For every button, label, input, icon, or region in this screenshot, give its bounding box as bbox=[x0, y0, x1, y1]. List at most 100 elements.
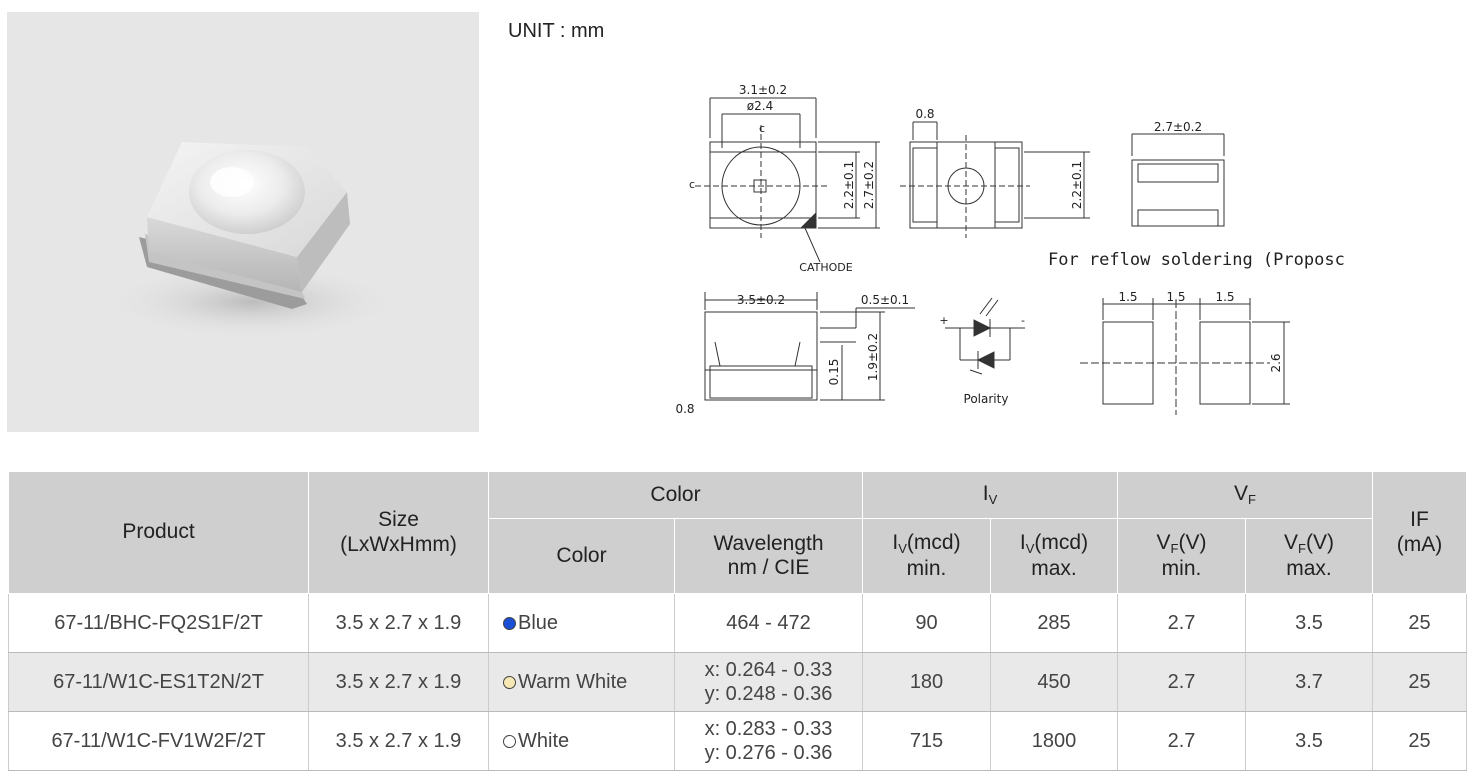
dim-end-width: 2.7±0.2 bbox=[1154, 120, 1202, 134]
cell-product: 67-11/BHC-FQ2S1F/2T bbox=[8, 593, 309, 653]
cell-vf-min: 2.7 bbox=[1117, 593, 1247, 653]
header-if: IF (mA) bbox=[1372, 471, 1468, 594]
color-swatch-icon bbox=[503, 735, 516, 748]
cell-vf-min: 2.7 bbox=[1117, 652, 1247, 712]
dim-side-offset: 0.5±0.1 bbox=[861, 293, 909, 307]
header-size-unit: (LxWxHmm) bbox=[340, 532, 457, 556]
cell-if: 25 bbox=[1372, 711, 1468, 771]
table-row: 67-11/BHC-FQ2S1F/2T 3.5 x 2.7 x 1.9 Blue… bbox=[8, 593, 1468, 653]
header-iv-min-subscript: V bbox=[898, 540, 907, 556]
dim-pad-height: 2.6 bbox=[1269, 353, 1283, 372]
cell-vf-max: 3.5 bbox=[1245, 593, 1374, 653]
cell-size: 3.5 x 2.7 x 1.9 bbox=[308, 593, 489, 653]
polarity-label: Polarity bbox=[964, 392, 1009, 406]
cell-vf-max: 3.7 bbox=[1245, 652, 1374, 712]
dim-lens-diameter: ø2.4 bbox=[747, 99, 773, 113]
header-vf-min-subscript: F bbox=[1170, 540, 1179, 556]
product-photo bbox=[7, 12, 479, 432]
header-iv-max: IV(mcd) max. bbox=[989, 518, 1119, 594]
header-color-group: Color bbox=[488, 471, 863, 519]
wavelength-line2: y: 0.276 - 0.36 bbox=[704, 742, 833, 764]
reflow-note: For reflow soldering (Proposc bbox=[1048, 250, 1345, 270]
header-iv-group: IV bbox=[861, 471, 1119, 519]
cell-iv-min: 715 bbox=[862, 711, 991, 771]
pad-spacing-1: 1.5 bbox=[1118, 290, 1137, 304]
header-iv-min-word: min. bbox=[906, 556, 947, 580]
table-row: 67-11/W1C-FV1W2F/2T 3.5 x 2.7 x 1.9 Whit… bbox=[8, 711, 1468, 771]
cell-color: Blue bbox=[488, 593, 675, 653]
dim-side-pad: 0.8 bbox=[675, 402, 694, 416]
header-vf-max-word: max. bbox=[1286, 556, 1332, 580]
cell-product: 67-11/W1C-ES1T2N/2T bbox=[8, 652, 309, 712]
header-iv-min-symbol: I bbox=[892, 530, 899, 554]
header-vf-group: VF bbox=[1117, 471, 1374, 519]
top-view-outline bbox=[709, 141, 817, 229]
dim-bottom-height: 2.2±0.1 bbox=[1070, 161, 1084, 209]
header-vf-min-symbol: V bbox=[1156, 530, 1171, 554]
side-centerline-mark: c bbox=[689, 178, 695, 191]
dim-side-height: 1.9±0.2 bbox=[866, 333, 880, 381]
pad-spacing-3: 1.5 bbox=[1215, 290, 1234, 304]
header-vf-max-symbol: V bbox=[1284, 530, 1299, 554]
wavelength-line1: x: 0.264 - 0.33 bbox=[704, 659, 833, 681]
header-vf-max: VF(V) max. bbox=[1245, 518, 1374, 594]
header-iv-max-subscript: V bbox=[1025, 540, 1035, 556]
color-name: Warm White bbox=[518, 671, 628, 693]
header-iv-subscript: V bbox=[988, 492, 998, 508]
color-name: Blue bbox=[518, 612, 559, 634]
dim-top-width: 3.1±0.2 bbox=[739, 83, 787, 97]
header-size-label: Size bbox=[378, 508, 419, 532]
cell-product: 67-11/W1C-FV1W2F/2T bbox=[8, 711, 309, 771]
header-iv-max-word: max. bbox=[1031, 556, 1077, 580]
cell-size: 3.5 x 2.7 x 1.9 bbox=[308, 711, 489, 771]
package-dimension-drawing: 3.1±0.2 ø2.4 c c 2.2±0.1 2.7±0.2 CATHODE… bbox=[675, 83, 1345, 416]
end-view-outline bbox=[1131, 159, 1225, 227]
header-wavelength: Wavelength nm / CIE bbox=[674, 518, 863, 594]
header-size: Size (LxWxHmm) bbox=[308, 471, 489, 594]
header-if-label: IF bbox=[1410, 508, 1429, 532]
header-vf-min: VF(V) min. bbox=[1117, 518, 1247, 594]
header-wavelength-unit: nm / CIE bbox=[727, 556, 810, 579]
color-swatch-icon bbox=[503, 676, 516, 689]
led-package-image bbox=[102, 142, 402, 340]
color-swatch-icon bbox=[503, 617, 516, 630]
cell-vf-min: 2.7 bbox=[1117, 711, 1247, 771]
dim-side-length: 3.5±0.2 bbox=[737, 293, 785, 307]
header-product: Product bbox=[8, 471, 309, 594]
unit-label: UNIT : mm bbox=[508, 20, 605, 42]
header-iv-symbol: I bbox=[982, 482, 989, 506]
header-iv-min: IV(mcd) min. bbox=[862, 518, 991, 594]
header-wavelength-label: Wavelength bbox=[713, 531, 824, 555]
polarity-plus: + bbox=[939, 314, 948, 327]
dim-bottom-pad: 0.8 bbox=[915, 107, 934, 121]
color-name: White bbox=[518, 730, 570, 752]
dim-side-standoff: 0.15 bbox=[827, 359, 841, 386]
cell-wavelength: 464 - 472 bbox=[674, 593, 863, 653]
header-vf-min-word: min. bbox=[1161, 556, 1202, 580]
cell-iv-max: 1800 bbox=[989, 711, 1119, 771]
table-row: 67-11/W1C-ES1T2N/2T 3.5 x 2.7 x 1.9 Warm… bbox=[8, 652, 1468, 712]
header-vf-min-unit: (V) bbox=[1178, 530, 1207, 554]
side-view-outline bbox=[704, 311, 818, 401]
cell-if: 25 bbox=[1372, 593, 1468, 653]
cell-color: Warm White bbox=[488, 652, 675, 712]
cell-iv-min: 180 bbox=[862, 652, 991, 712]
header-vf-max-subscript: F bbox=[1298, 540, 1306, 556]
header-color: Color bbox=[488, 518, 675, 594]
header-if-unit: (mA) bbox=[1396, 532, 1443, 556]
header-iv-max-symbol: I bbox=[1019, 530, 1026, 554]
dim-height-inner: 2.2±0.1 bbox=[842, 161, 856, 209]
header-vf-max-unit: (V) bbox=[1306, 530, 1334, 554]
cell-color: White bbox=[488, 711, 675, 771]
wavelength-line1: x: 0.283 - 0.33 bbox=[704, 718, 833, 740]
header-iv-min-unit: (mcd) bbox=[906, 530, 961, 554]
cell-size: 3.5 x 2.7 x 1.9 bbox=[308, 652, 489, 712]
dim-height-outer: 2.7±0.2 bbox=[862, 161, 876, 209]
header-vf-symbol: V bbox=[1234, 482, 1249, 506]
polarity-minus: - bbox=[1021, 314, 1025, 327]
wavelength-line2: y: 0.248 - 0.36 bbox=[704, 683, 833, 705]
spec-table: Product Size (LxWxHmm) Color IV VF IF (m… bbox=[8, 471, 1468, 771]
header-vf-subscript: F bbox=[1248, 492, 1256, 508]
